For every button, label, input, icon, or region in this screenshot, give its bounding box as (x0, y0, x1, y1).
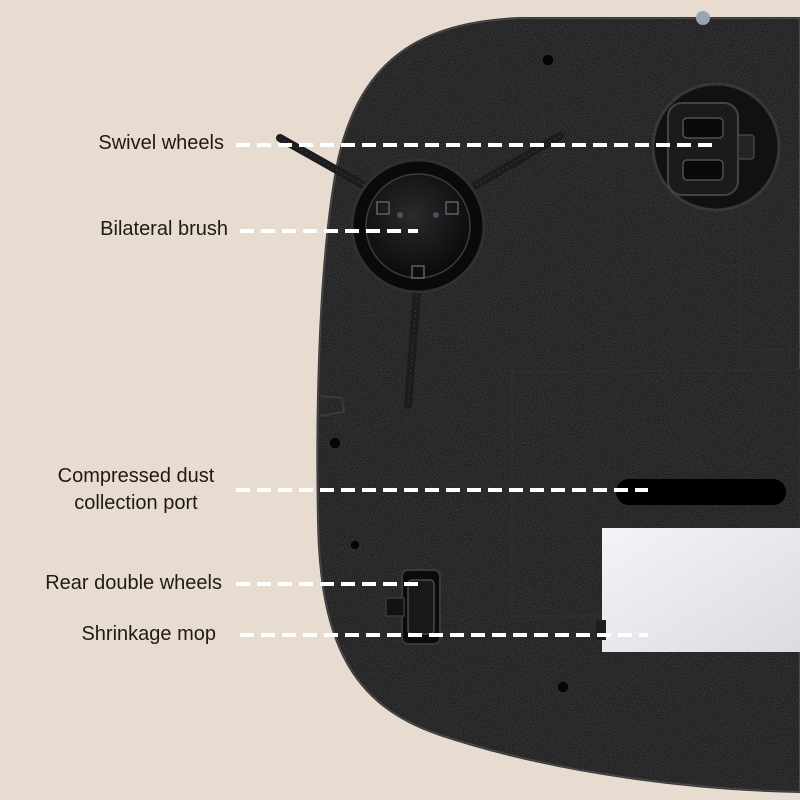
screw-hole (541, 53, 555, 67)
label-dust-port-line1: Compressed dust (57, 465, 215, 487)
screw-hole (328, 436, 342, 450)
label-compressed-dust-collection-port: Compressed dust collection port (46, 463, 226, 517)
rear-double-wheels (385, 569, 441, 645)
label-rear-double-wheels: Rear double wheels (45, 572, 222, 594)
sensor-dot (696, 11, 710, 25)
shrinkage-mop (596, 528, 800, 652)
swivel-wheel (651, 82, 781, 212)
bilateral-brush (276, 132, 564, 409)
label-bilateral-brush: Bilateral brush (100, 218, 228, 240)
callout-lines (236, 143, 712, 637)
panel-seam (739, 205, 800, 351)
screw-hole (556, 680, 570, 694)
screw-hole (349, 539, 361, 551)
label-swivel-wheels: Swivel wheels (98, 132, 224, 154)
label-shrinkage-mop: Shrinkage mop (81, 623, 216, 645)
label-dust-port-line2: collection port (74, 492, 198, 514)
